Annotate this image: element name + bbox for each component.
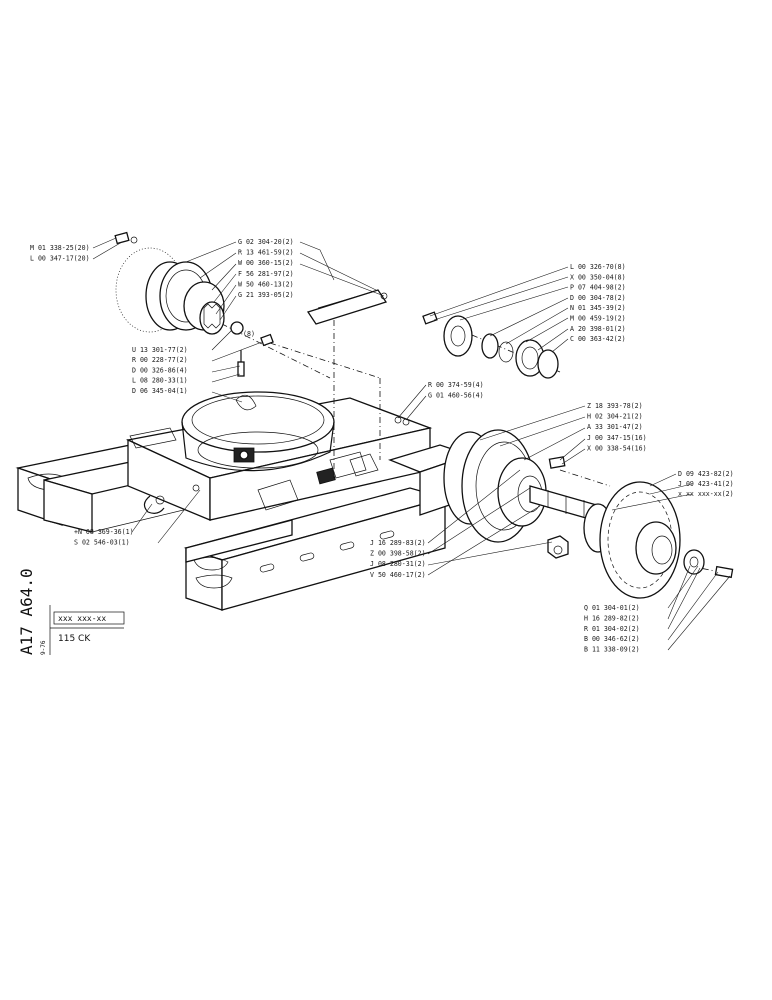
part-callout-label: C 00 363-42(2) (570, 335, 626, 343)
callouts-sprocket-right: D 09 423-82(2) J 09 423-41(2) x xx xxx-xx(… (678, 470, 734, 498)
part-callout-label: M 00 459-19(2) (570, 315, 626, 323)
callouts-frame-left: +N 08 369-36(1) S 02 546-03(1) (74, 528, 134, 547)
part-callout-label: Q 01 304-01(2) (584, 604, 640, 612)
part-callout-label: J 16 289-83(2) (370, 539, 426, 547)
part-callout-label: R 00 228-77(2) (132, 356, 188, 364)
travel-motor-assembly (114, 231, 274, 411)
part-number-placeholder: xxx xxx-xx (58, 614, 106, 623)
part-callout-label: B 11 338-09(2) (584, 646, 640, 654)
part-callout-label: W 50 460-13(2) (238, 280, 294, 288)
part-callout-label: P 07 404-98(2) (570, 284, 626, 292)
part-callout-label: D 00 304-78(2) (570, 294, 626, 302)
part-callout-label: J 08 280-31(2) (370, 560, 426, 568)
part-callout-label: +N 08 369-36(1) (74, 528, 134, 536)
part-callout-label: A 33 301-47(2) (587, 423, 643, 431)
motor-small-tag: (8) (243, 330, 255, 338)
assembly-center-lines (209, 317, 731, 575)
part-callout-label: D 09 423-82(2) (678, 470, 734, 478)
drive-sprocket (583, 481, 734, 599)
part-callout-label: Z 00 398-58(2) (370, 550, 426, 558)
callouts-gearbox-right: Z 18 393-78(2) H 02 304-21(2) A 33 301-47(… (587, 402, 647, 452)
bearing-stack (394, 311, 559, 426)
callouts-upper-left: M 01 338-25(20) L 00 347-17(20) (30, 244, 90, 263)
part-callout-label: G 02 304-20(2) (238, 238, 294, 246)
part-callout-label: G 01 460-56(4) (428, 392, 484, 400)
part-callout-label: X 00 338-54(16) (587, 444, 647, 452)
part-callout-label: D 00 326-86(4) (132, 366, 188, 374)
cover-plate (306, 289, 388, 325)
leader-lines (92, 237, 731, 651)
callouts-bearing-stack: L 00 326-70(8) X 00 350-04(8) P 07 404-98(… (570, 263, 626, 343)
part-callout-label: G 21 393-05(2) (238, 291, 294, 299)
title-block: A17 A64.0 9-76 xxx xxx-xx 115 CK (17, 568, 125, 655)
part-callout-label: X 00 350-04(8) (570, 273, 626, 281)
slewing-ring (181, 391, 335, 472)
part-number-box (53, 611, 125, 625)
model-designation: 115 CK (58, 634, 91, 644)
callouts-middle-pair: R 00 374-59(4) G 01 460-56(4) (428, 381, 484, 400)
part-callout-label: J 00 347-15(16) (587, 434, 647, 442)
callouts-shaft-left: J 16 289-83(2) Z 00 398-58(2) J 08 280-31(… (370, 539, 426, 579)
callouts-motor-left: U 13 301-77(2) R 00 228-77(2) D 00 326-86(… (132, 346, 188, 395)
part-callout-label: R 13 461-59(2) (238, 249, 294, 257)
drawing-code: A17 A64.0 (17, 568, 36, 655)
part-callout-label: L 00 347-17(20) (30, 255, 90, 263)
part-callout-label: L 00 326-70(8) (570, 263, 626, 271)
part-callout-label: J 09 423-41(2) (678, 480, 734, 488)
part-callout-label: F 56 281-97(2) (238, 270, 294, 278)
part-callout-label: W 00 360-15(2) (238, 259, 294, 267)
part-callout-label: R 01 304-02(2) (584, 625, 640, 633)
final-drive-gearbox (443, 429, 601, 559)
callouts-motor-right: G 02 304-20(2) R 13 461-59(2) W 00 360-15(… (238, 238, 294, 299)
part-callout-label: Z 18 393-78(2) (587, 402, 643, 410)
part-callout-label: M 01 338-25(20) (30, 244, 90, 252)
part-callout-label: A 20 398-01(2) (570, 325, 626, 333)
callouts-hub-bottom: Q 01 304-01(2) H 16 289-82(2) R 01 304-02(… (584, 604, 640, 654)
part-callout-label: V 50 460-17(2) (370, 571, 426, 579)
part-callout-label: H 16 289-82(2) (584, 614, 640, 622)
part-callout-label: H 02 304-21(2) (587, 413, 643, 421)
part-callout-label: D 06 345-04(1) (132, 387, 188, 395)
part-callout-label: B 00 346-62(2) (584, 635, 640, 643)
part-callout-label: S 02 546-03(1) (74, 539, 130, 547)
part-callout-label: N 01 345-39(2) (570, 304, 626, 312)
part-callout-label: x xx xxx-xx(2) (678, 490, 734, 498)
drawing-date: 9-76 (40, 640, 47, 655)
part-callout-label: R 00 374-59(4) (428, 381, 484, 389)
part-callout-label: U 13 301-77(2) (132, 346, 188, 354)
part-callout-label: L 08 280-33(1) (132, 377, 188, 385)
